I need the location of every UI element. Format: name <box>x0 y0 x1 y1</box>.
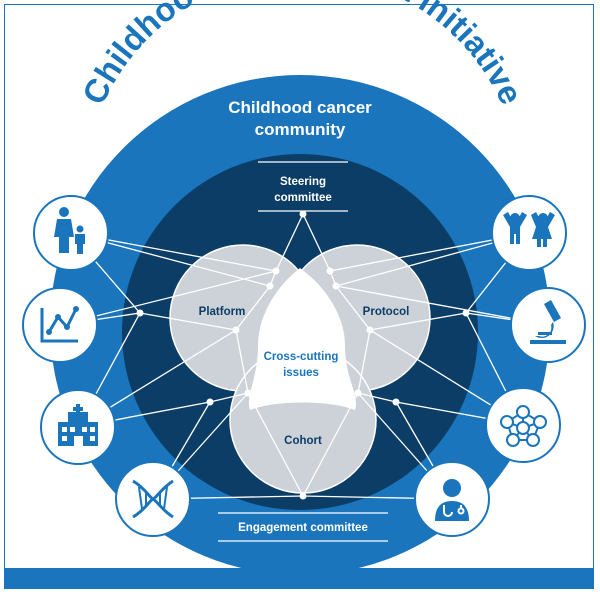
connection-node <box>462 309 470 317</box>
cross-cutting-label-line1: Cross-cutting <box>264 351 339 363</box>
icon-microscope <box>510 287 586 363</box>
connection-line <box>247 392 304 497</box>
icon-circle <box>414 461 490 537</box>
connection-node <box>366 326 374 334</box>
engagement-label: Engagement committee <box>238 522 368 534</box>
connection-line <box>357 329 371 394</box>
network-icon <box>500 405 547 447</box>
connection-line <box>369 312 467 331</box>
icon-parent-child <box>33 195 109 271</box>
connection-line <box>275 213 304 272</box>
connection-line <box>357 392 397 403</box>
steering-label-line1: Steering <box>280 176 326 188</box>
icon-doctor <box>414 461 490 537</box>
connection-line <box>302 213 331 272</box>
children-icon <box>503 212 555 247</box>
icon-network <box>485 387 561 463</box>
cross-cutting-label-line2: issues <box>283 367 319 379</box>
icon-line-chart <box>22 287 98 363</box>
connection-line <box>335 285 371 331</box>
connection-node <box>272 267 280 275</box>
icon-circle <box>510 287 586 363</box>
connection-line <box>139 312 237 331</box>
connection-node <box>326 267 334 275</box>
connection-node <box>206 398 214 406</box>
cohort-label: Cohort <box>284 435 322 447</box>
connection-node <box>332 282 340 290</box>
icon-hospital <box>40 389 116 465</box>
connection-node <box>244 389 252 397</box>
platform-label: Platform <box>199 306 246 318</box>
venn-center-region <box>248 268 357 410</box>
hospital-icon <box>58 404 98 446</box>
icon-circle <box>491 195 567 271</box>
connection-node <box>299 492 307 500</box>
connection-line <box>302 392 359 497</box>
icon-dna <box>115 461 191 537</box>
icon-children <box>491 195 567 271</box>
dna-icon <box>132 479 174 519</box>
connection-node <box>354 389 362 397</box>
steering-label-line2: committee <box>274 192 332 204</box>
line-chart-icon <box>40 308 78 343</box>
microscope-icon <box>530 300 566 344</box>
connection-node <box>232 326 240 334</box>
protocol-label: Protocol <box>363 306 410 318</box>
community-label-line1: Childhood cancer <box>228 98 372 117</box>
connection-node <box>266 282 274 290</box>
connection-node <box>392 398 400 406</box>
connection-line <box>235 329 249 394</box>
bottom-bar <box>4 568 594 589</box>
connection-line <box>209 392 249 403</box>
connection-node <box>299 210 307 218</box>
icon-circle <box>22 287 98 363</box>
connection-line <box>235 285 271 331</box>
connection-node <box>136 309 144 317</box>
community-label-line2: community <box>255 120 346 139</box>
parent-child-icon <box>54 207 85 254</box>
